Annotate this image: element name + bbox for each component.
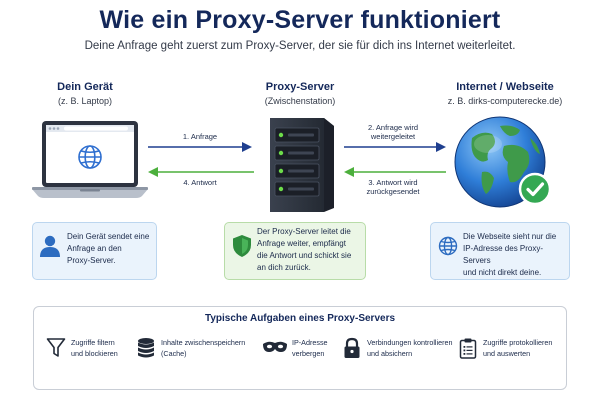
user-icon [40,235,60,257]
task-item: Verbindungen kontrollieren und absichern [342,335,453,371]
page-subtitle: Deine Anfrage geht zuerst zum Proxy-Serv… [84,40,516,52]
device-subtitle: (z. B. Laptop) [57,96,113,106]
task-item: Zugriffe protokollieren und auswerten [458,335,562,371]
label-request: 1. Anfrage [182,132,218,141]
shield-icon [233,235,251,257]
info-proxy: Der Proxy-Server leitet die Anfrage weit… [224,222,366,280]
task-item: Inhalte zwischenspeichern (Cache) [136,335,256,371]
info-internet: Die Webseite sieht nur die IP-Adresse de… [430,222,570,280]
page-title: Wie ein Proxy-Server funktioniert [99,6,501,34]
server-icon [270,118,334,212]
task-item: Zugriffe filtern und blockieren [46,335,142,371]
laptop-icon [32,121,148,198]
clipboard-icon [459,338,477,359]
tasks-panel: Typische Aufgaben eines Proxy-Servers Zu… [33,306,567,390]
info-device: Dein Gerät sendet eine Anfrage an den Pr… [32,222,157,280]
proxy-title: Proxy-Server [265,81,335,93]
arrow-forwarded [344,142,446,152]
globe-small-icon [438,236,458,256]
label-forwarded: 2. Anfrage wird weitergeleitet [367,123,419,141]
mask-icon [263,341,287,352]
database-icon [138,338,154,358]
internet-title: Internet / Webseite [456,81,554,93]
arrow-reply [148,167,254,177]
arrow-reply-back [344,167,446,177]
label-reply-back: 3. Antwort wird zurückgesendet [366,178,420,196]
label-reply: 4. Antwort [183,178,217,187]
task-item: IP-Adresse verbergen [262,335,342,371]
proxy-subtitle: (Zwischenstation) [264,96,336,106]
lock-icon [344,337,360,358]
device-title: Dein Gerät [57,81,113,93]
filter-icon [46,338,66,357]
tasks-title: Typische Aufgaben eines Proxy-Servers [204,313,396,324]
internet-subtitle: z. B. dirks-computerecke.de) [447,96,563,106]
check-icon [518,172,552,206]
arrow-request [148,142,252,152]
